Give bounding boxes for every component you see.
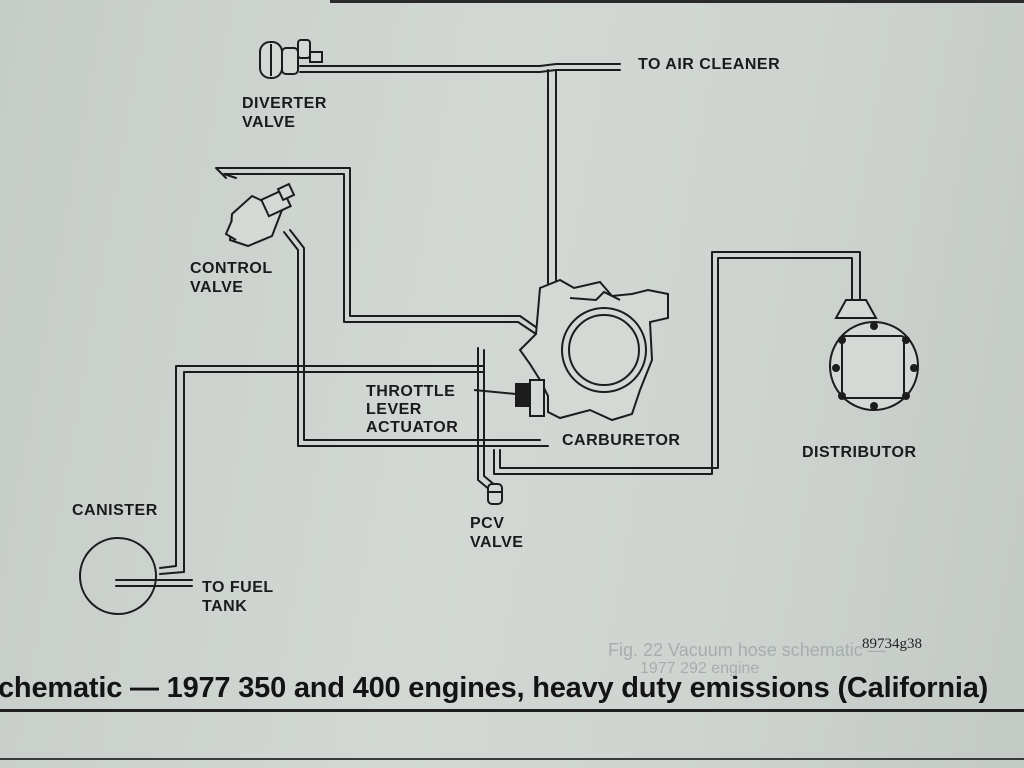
- throttle-lever-actuator-body: [473, 379, 545, 417]
- ghost-text-engine: 1977 292 engine: [640, 660, 760, 677]
- label-diverter-valve: DIVERTER VALVE: [242, 95, 327, 131]
- distributor-body: [829, 299, 919, 411]
- label-to-air-cleaner: TO AIR CLEANER: [638, 56, 781, 73]
- bottom-rule: [0, 709, 1024, 712]
- ghost-text-fig22: Fig. 22 Vacuum hose schematic —: [608, 640, 886, 660]
- label-to-fuel-tank: TO FUEL TANK: [202, 579, 274, 615]
- label-pcv-valve: PCV VALVE: [470, 515, 524, 551]
- label-carburetor: CARBURETOR: [562, 432, 681, 449]
- hose-pcv: [477, 347, 497, 491]
- pcv-valve-body: [487, 483, 503, 505]
- figure-id: 89734g38: [862, 636, 922, 652]
- diverter-valve-body: [259, 39, 323, 79]
- bottom-rule-secondary: [0, 758, 1024, 760]
- hose-canister-to-carburetor: [159, 365, 485, 575]
- hose-air-cleaner-to-carburetor: [547, 69, 557, 286]
- control-valve-body: [224, 182, 296, 248]
- label-throttle-lever-actuator: THROTTLE LEVER ACTUATOR: [366, 383, 459, 436]
- label-control-valve: CONTROL VALVE: [190, 260, 273, 296]
- label-canister: CANISTER: [72, 502, 158, 519]
- hose-control-valve-to-carburetor: [215, 167, 541, 335]
- label-distributor: DISTRIBUTOR: [802, 444, 917, 461]
- top-rule: [330, 0, 1024, 3]
- canister-body: [79, 537, 157, 615]
- hose-control-valve-to-actuator: [283, 229, 549, 447]
- hose-carburetor-to-distributor: [493, 251, 861, 475]
- figure-caption: chematic — 1977 350 and 400 engines, hea…: [0, 672, 989, 704]
- hose-diverter-to-air-cleaner: [299, 63, 621, 73]
- carburetor-body: [518, 278, 669, 422]
